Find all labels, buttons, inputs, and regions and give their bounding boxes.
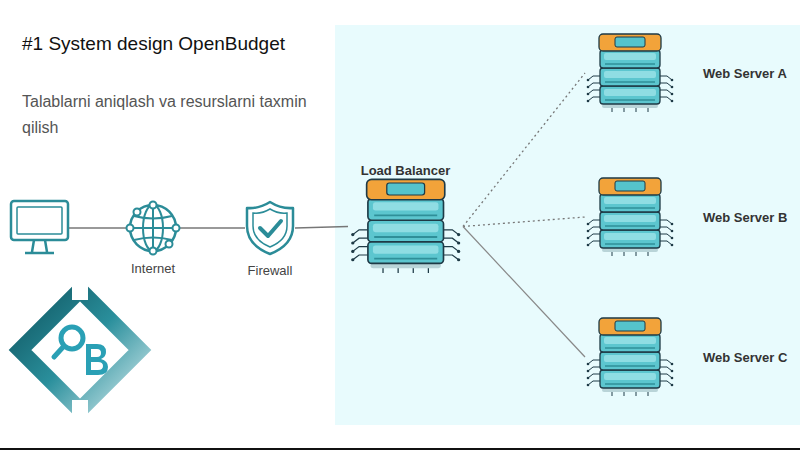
node-label: Firewall — [248, 263, 293, 278]
subtitle: Talablarni aniqlash va resurslarni taxmi… — [22, 89, 314, 141]
server-icon — [348, 179, 463, 274]
web-server-node: Web Server C — [585, 316, 787, 398]
server-icon — [585, 32, 675, 114]
server-icon — [585, 176, 675, 258]
globe-icon — [127, 202, 179, 254]
load-balancer-node: Load Balancer — [348, 163, 463, 274]
node-label: Web Server A — [703, 66, 787, 81]
web-server-node: Web Server B — [585, 176, 787, 258]
network-link — [179, 227, 245, 229]
node-label: Internet — [131, 261, 175, 276]
web-server-node: Web Server A — [585, 32, 787, 114]
node-label: Web Server B — [703, 210, 787, 225]
network-link — [463, 217, 585, 227]
monitor-wire — [69, 227, 127, 229]
network-link — [463, 227, 585, 358]
network-node: Internet — [127, 202, 179, 276]
firewall-node: Firewall — [245, 200, 295, 278]
shield-icon — [245, 200, 295, 256]
node-label: Web Server C — [703, 350, 787, 365]
network-link — [463, 73, 585, 227]
page-title: #1 System design OpenBudget — [22, 33, 285, 55]
cloud-panel — [335, 25, 800, 425]
monitor-icon — [11, 201, 68, 253]
server-icon — [585, 316, 675, 398]
node-label: Load Balancer — [361, 163, 451, 178]
network-link — [295, 227, 348, 229]
openbudget-logo — [20, 278, 140, 422]
bottom-rule — [0, 448, 800, 450]
